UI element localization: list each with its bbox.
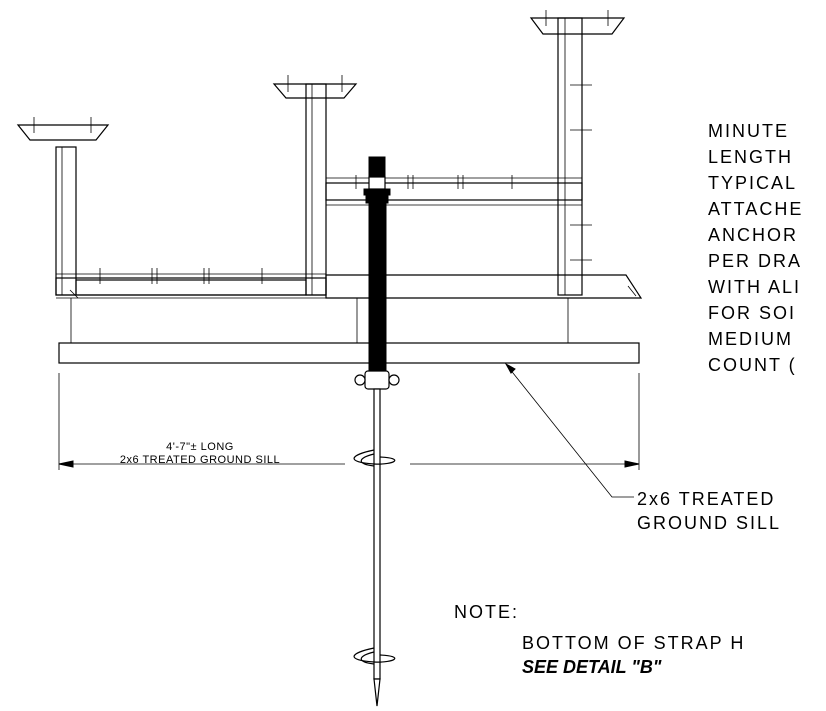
base-plate bbox=[325, 274, 643, 299]
side-note-line: TYPICAL bbox=[708, 173, 797, 193]
detail-reference: SEE DETAIL "B" bbox=[522, 657, 662, 677]
side-note: MINUTE LENGTH TYPICAL ATTACHE ANCHOR PER… bbox=[708, 121, 803, 375]
note-text: BOTTOM OF STRAP H bbox=[522, 633, 745, 653]
side-note-line: ANCHOR bbox=[708, 225, 798, 245]
sill-callout-line1: 2x6 TREATED bbox=[637, 489, 775, 509]
right-pier bbox=[529, 10, 626, 296]
lower-beam bbox=[55, 268, 327, 299]
side-note-line: FOR SOI bbox=[708, 303, 796, 323]
middle-pier bbox=[272, 75, 358, 296]
sill-callout-line2: GROUND SILL bbox=[637, 513, 781, 533]
sill-leader: 2x6 TREATED GROUND SILL bbox=[504, 362, 781, 533]
left-pier bbox=[16, 117, 110, 296]
side-note-line: MINUTE bbox=[708, 121, 789, 141]
side-note-line: MEDIUM bbox=[708, 329, 793, 349]
dimension-sill-label: 2x6 TREATED GROUND SILL bbox=[120, 454, 280, 466]
ground-anchor bbox=[353, 156, 400, 707]
side-note-line: ATTACHE bbox=[708, 199, 803, 219]
side-note-line: COUNT ( bbox=[708, 355, 797, 375]
bottom-note: NOTE: BOTTOM OF STRAP H SEE DETAIL "B" bbox=[454, 602, 745, 677]
dimension-length-label: 4'-7"± LONG bbox=[166, 441, 234, 453]
side-note-line: LENGTH bbox=[708, 147, 793, 167]
note-heading: NOTE: bbox=[454, 602, 519, 622]
side-note-line: WITH ALI bbox=[708, 277, 801, 297]
ground-sill bbox=[58, 298, 640, 364]
sill-dimension: 4'-7"± LONG 2x6 TREATED GROUND SILL bbox=[58, 373, 640, 470]
side-note-line: PER DRA bbox=[708, 251, 802, 271]
